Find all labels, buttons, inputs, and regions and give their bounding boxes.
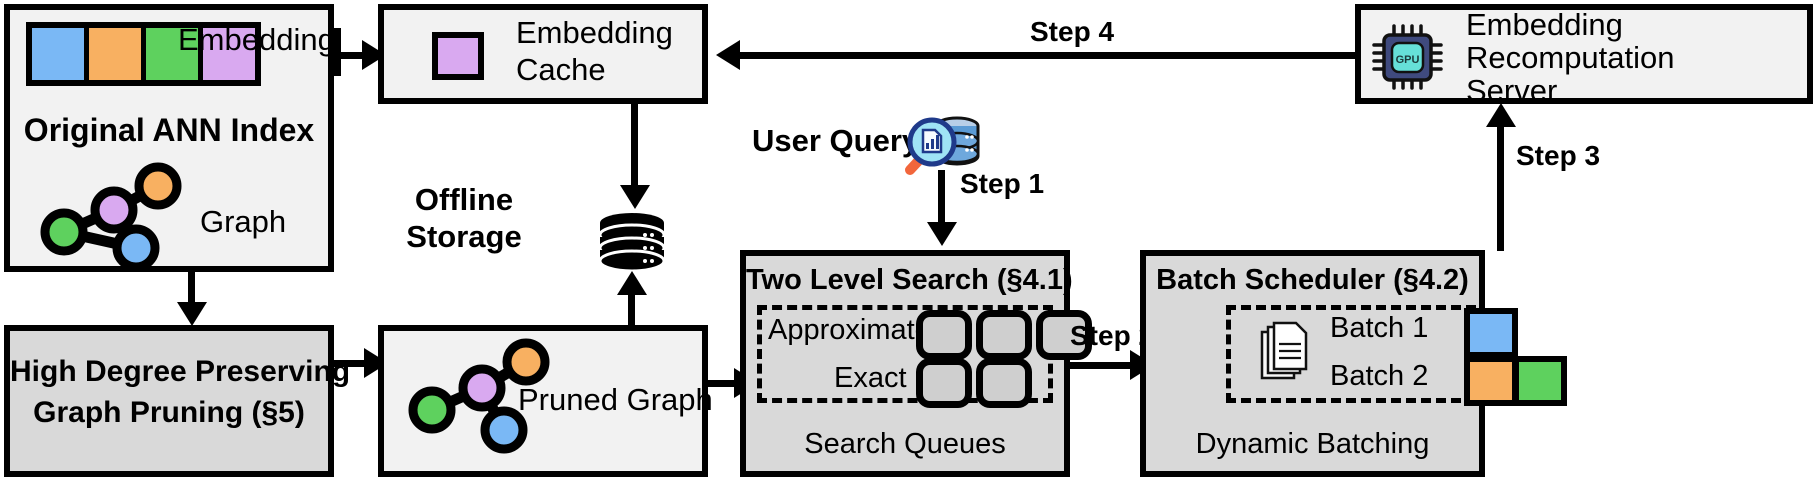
embedding-cell-green (146, 28, 203, 80)
embedding-cell-orange (89, 28, 146, 80)
offline-storage-line1: Offline (414, 182, 514, 217)
arrow-step1-line (938, 170, 945, 232)
dynamic-batching-footer: Dynamic Batching (1195, 428, 1430, 460)
arrow-step3-line (1497, 125, 1504, 251)
arrow-step4-head (716, 40, 740, 70)
pruned-graph-icon (408, 338, 550, 454)
step3-label: Step 3 (1516, 140, 1601, 171)
search-queues-footer: Search Queues (804, 428, 1006, 460)
arrow-pruning-to-pruned-line (334, 360, 372, 367)
embedding-strip (26, 22, 261, 86)
approximate-label: Approximate (768, 314, 931, 346)
gpu-chip-icon: GPU (1372, 24, 1443, 90)
search-database-icon (905, 116, 980, 175)
original-graph-icon (40, 162, 182, 272)
batch-2-swatch-orange (1464, 356, 1518, 406)
embedding-cell-purple (203, 28, 255, 80)
batch-1-label: Batch 1 (1330, 312, 1429, 344)
batch-1-swatch-blue (1464, 308, 1518, 358)
exact-slots (916, 358, 1032, 408)
approximate-slot[interactable] (976, 310, 1032, 360)
exact-slot[interactable] (916, 358, 972, 408)
batch-2-label: Batch 2 (1330, 360, 1429, 392)
offline-storage-line2: Storage (406, 219, 522, 254)
arrow-pruned-to-storage-head (617, 271, 647, 295)
arrow-pruned-to-storage-line (628, 293, 635, 327)
arrow-index-to-cache-line (334, 52, 370, 59)
documents-icon (1260, 321, 1308, 380)
svg-text:GPU: GPU (1396, 54, 1420, 66)
approximate-slots (916, 310, 1092, 360)
exact-label: Exact (834, 362, 907, 394)
arrow-cache-to-storage-head (620, 185, 650, 209)
graph-label: Graph (200, 204, 287, 239)
step4-label: Step 4 (1030, 16, 1115, 47)
approximate-slot[interactable] (916, 310, 972, 360)
exact-slot[interactable] (976, 358, 1032, 408)
batch-scheduler-box (1140, 250, 1485, 477)
database-cylinder-icon (598, 213, 666, 273)
graph-pruning-box (4, 325, 334, 477)
embedding-cell-blue (32, 28, 89, 80)
arrow-cache-to-storage-line (631, 104, 638, 194)
recomputation-server-line3: Server (1466, 73, 1558, 108)
pruned-graph-label: Pruned Graph (518, 382, 713, 417)
arrow-index-to-pruning-line (188, 272, 195, 307)
approximate-slot[interactable] (1036, 310, 1092, 360)
arrow-step4-line (740, 52, 1355, 59)
arrow-step3-head (1486, 103, 1516, 127)
embedding-label: Embedding (178, 22, 335, 57)
arrow-pruned-to-search-line (708, 380, 740, 387)
original-ann-index-title: Original ANN Index (23, 112, 315, 148)
batch-2-swatch-green (1513, 356, 1567, 406)
graph-pruning-line1: High Degree Preserving (10, 355, 351, 388)
arrow-step1-head (927, 222, 957, 246)
graph-pruning-line2: Graph Pruning (§5) (33, 396, 305, 429)
step1-label: Step 1 (960, 168, 1045, 199)
arrow-step2-line (1070, 362, 1136, 369)
batch-scheduler-title: Batch Scheduler (§4.2) (1156, 264, 1469, 296)
two-level-search-title: Two Level Search (§4.1) (746, 264, 1073, 296)
embedding-cache-line1: Embedding (516, 15, 673, 50)
embedding-cache-swatch (432, 32, 484, 80)
user-query-label: User Query (752, 123, 920, 158)
arrow-index-to-pruning-head (177, 302, 207, 326)
recomputation-server-line1: Embedding (1466, 7, 1623, 42)
recomputation-server-line2: Recomputation (1466, 40, 1675, 75)
embedding-cache-line2: Cache (516, 52, 606, 87)
